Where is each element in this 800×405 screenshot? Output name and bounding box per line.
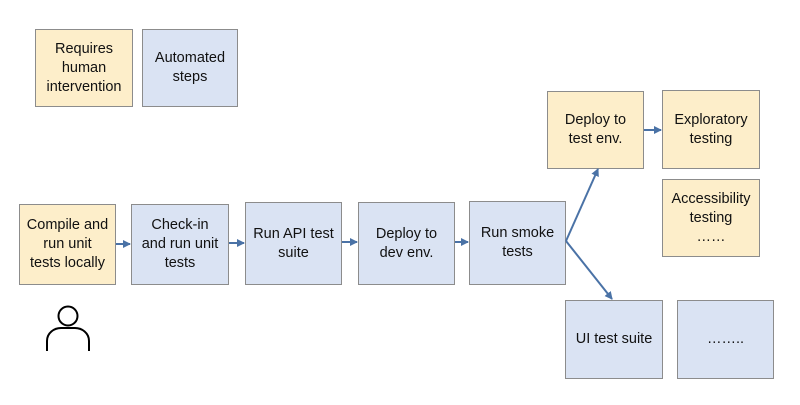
compile-step: Compile and run unit tests locally [19, 204, 116, 285]
deploy-dev-step: Deploy to dev env. [358, 202, 455, 285]
ui-test-step: UI test suite [565, 300, 663, 379]
person-icon [46, 305, 90, 351]
smoke-test-step: Run smoke tests [469, 201, 566, 285]
legend-human-box: Requires human intervention [35, 29, 133, 107]
checkin-step: Check-in and run unit tests [131, 204, 229, 285]
accessibility-test-step: Accessibility testing …… [662, 179, 760, 257]
exploratory-test-step: Exploratory testing [662, 90, 760, 169]
api-test-step: Run API test suite [245, 202, 342, 285]
deploy-test-step: Deploy to test env. [547, 91, 644, 169]
legend-automated-box: Automated steps [142, 29, 238, 107]
arrow-smoke-to-ui-tests [565, 240, 613, 300]
more-automated-step: …….. [677, 300, 774, 379]
arrow-smoke-to-deploy-test [565, 168, 599, 242]
